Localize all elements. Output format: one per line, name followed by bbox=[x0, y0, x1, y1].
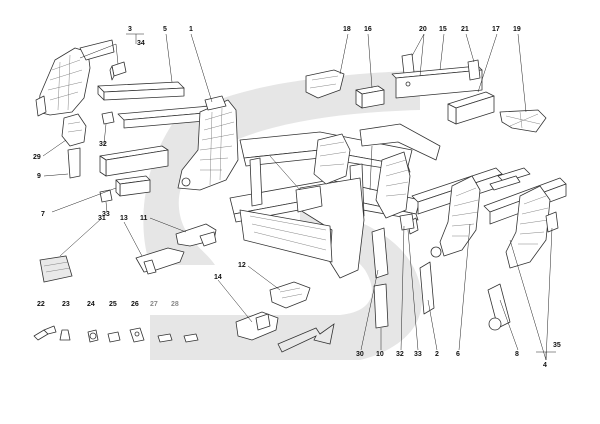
label-6: 6 bbox=[456, 351, 460, 358]
label-30: 30 bbox=[356, 351, 364, 358]
label-9: 9 bbox=[37, 173, 41, 180]
part-12-bracket bbox=[269, 281, 311, 309]
part-32-small-block bbox=[101, 111, 115, 125]
part-1-side-frame bbox=[117, 95, 239, 191]
label-4: 4 bbox=[543, 362, 547, 369]
part-34-block bbox=[109, 61, 127, 81]
label-25: 25 bbox=[109, 301, 117, 308]
part-31-pad bbox=[39, 255, 73, 283]
part-13-bracket bbox=[135, 247, 185, 275]
part-14-bracket bbox=[235, 311, 279, 341]
label-21: 21 bbox=[461, 26, 469, 33]
part-16-box bbox=[355, 85, 385, 109]
label-15: 15 bbox=[439, 26, 447, 33]
part-19-crossbrace bbox=[499, 109, 547, 133]
label-13: 13 bbox=[120, 215, 128, 222]
label-14: 14 bbox=[214, 274, 222, 281]
part-5-rail bbox=[97, 81, 185, 101]
label-10: 10 bbox=[376, 351, 384, 358]
label-20: 20 bbox=[419, 26, 427, 33]
label-23: 23 bbox=[62, 301, 70, 308]
leader-lines bbox=[42, 33, 556, 361]
label-28: 28 bbox=[171, 301, 179, 308]
label-22: 22 bbox=[37, 301, 45, 308]
label-32-left: 32 bbox=[99, 141, 107, 148]
label-34: 34 bbox=[137, 40, 145, 47]
part-9-column bbox=[67, 147, 81, 179]
label-8: 8 bbox=[515, 351, 519, 358]
label-11: 11 bbox=[140, 215, 148, 222]
label-18: 18 bbox=[343, 26, 351, 33]
label-16: 16 bbox=[364, 26, 372, 33]
label-3: 3 bbox=[128, 26, 132, 33]
label-2: 2 bbox=[435, 351, 439, 358]
label-33-right: 33 bbox=[414, 351, 422, 358]
label-1: 1 bbox=[189, 26, 193, 33]
part-4-top-bracket bbox=[489, 167, 531, 191]
label-19: 19 bbox=[513, 26, 521, 33]
part-20-plate bbox=[401, 53, 415, 75]
part-21-tab bbox=[467, 59, 481, 81]
label-5: 5 bbox=[163, 26, 167, 33]
label-26: 26 bbox=[131, 301, 139, 308]
label-7: 7 bbox=[41, 211, 45, 218]
label-35: 35 bbox=[553, 342, 561, 349]
central-chassis-assembly bbox=[229, 123, 441, 279]
direction-arrow bbox=[277, 323, 335, 353]
label-17: 17 bbox=[492, 26, 500, 33]
label-12: 12 bbox=[238, 262, 246, 269]
part-18-bracket bbox=[305, 69, 345, 99]
label-31: 31 bbox=[98, 215, 106, 222]
right-lower-struts bbox=[407, 217, 511, 331]
part-35-small-plate bbox=[545, 211, 559, 233]
label-29: 29 bbox=[33, 154, 41, 161]
part-33-right-block bbox=[399, 213, 415, 231]
part-29-bracket bbox=[61, 113, 87, 147]
part-3-bracket bbox=[35, 39, 115, 117]
part-6-side-frame bbox=[411, 167, 503, 258]
part-11-bracket bbox=[175, 223, 217, 247]
part-8-side-frame bbox=[483, 177, 567, 269]
label-33-left: 33 bbox=[102, 211, 110, 218]
label-24: 24 bbox=[87, 301, 95, 308]
label-32-right: 32 bbox=[396, 351, 404, 358]
part-10-column bbox=[373, 283, 389, 329]
part-15-rail bbox=[391, 65, 483, 99]
fasteners-row bbox=[33, 325, 199, 343]
part-17-bar bbox=[447, 91, 495, 125]
label-27: 27 bbox=[150, 301, 158, 308]
part-30-column bbox=[371, 227, 389, 279]
part-7-crossmember bbox=[99, 145, 169, 197]
